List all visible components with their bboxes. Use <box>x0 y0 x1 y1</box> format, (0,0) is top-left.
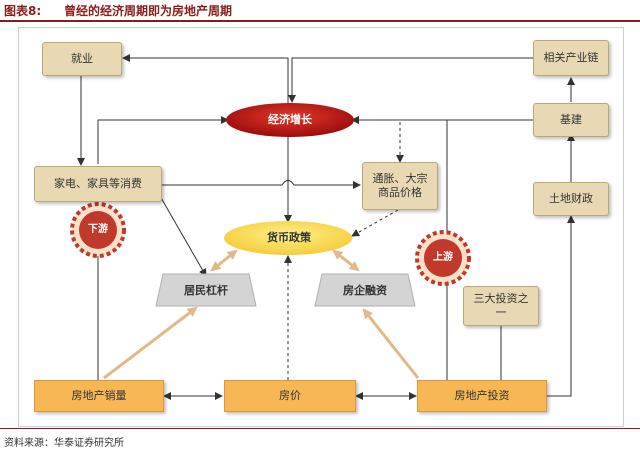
bottom-rule <box>0 428 640 429</box>
node-house-price: 房价 <box>224 380 356 412</box>
dashed-inflation-to-policy <box>351 209 399 237</box>
tan-arrow-policy-financing <box>332 249 360 272</box>
arrow-growth-to-employment <box>122 54 289 104</box>
monetary-policy-ellipse <box>224 221 352 255</box>
header: 图表8: 曾经的经济周期即为房地产周期 <box>0 0 640 20</box>
arrow-consumption-to-inflation <box>162 180 361 189</box>
node-household-leverage: 居民杠杆 <box>184 284 228 297</box>
tan-arrow-policy-leverage <box>210 249 238 272</box>
node-economic-growth: 经济增长 <box>268 113 312 126</box>
node-corporate-financing: 房企融资 <box>343 284 387 297</box>
node-monetary-policy: 货币政策 <box>267 231 311 244</box>
arrow-consumption-to-leverage <box>159 195 207 277</box>
gear-icon <box>415 230 471 286</box>
node-related-chain: 相关产业链 <box>533 40 609 76</box>
node-investment-share: 三大投资之一 <box>463 286 539 326</box>
node-land-finance: 土地财政 <box>533 182 609 216</box>
label-downstream: 下游 <box>88 224 108 235</box>
node-employment: 就业 <box>42 42 122 76</box>
figure-label: 图表8: <box>4 4 42 18</box>
node-infrastructure: 基建 <box>533 103 609 137</box>
gear-icon <box>70 202 126 258</box>
top-rule <box>0 20 640 22</box>
figure-title: 曾经的经济周期即为房地产周期 <box>64 4 233 18</box>
arrow-chain-to-growth <box>288 57 533 103</box>
arrow-investment-to-growth <box>351 116 448 380</box>
tan-arrow-investment-to-financing <box>362 308 420 379</box>
corporate-financing-shape <box>314 273 416 307</box>
tan-arrow-sales-to-leverage <box>103 306 198 380</box>
label-upstream: 上游 <box>433 252 453 263</box>
arrow-consumption-to-growth <box>97 116 229 164</box>
source-note: 资料来源：华泰证券研究所 <box>4 438 124 449</box>
node-appliances: 家电、家具等消费 <box>34 166 162 202</box>
node-property-sales: 房地产销量 <box>34 380 164 412</box>
node-property-investment: 房地产投资 <box>417 380 547 412</box>
node-inflation: 通胀、大宗商品价格 <box>362 162 438 210</box>
arrow-investment-to-land <box>547 215 575 397</box>
economic-growth-ellipse <box>226 103 354 137</box>
household-leverage-shape <box>155 273 257 307</box>
